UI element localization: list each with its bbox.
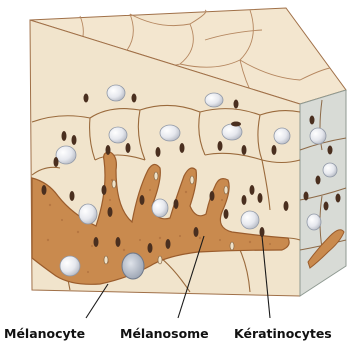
melanosome	[231, 122, 241, 127]
melanosome	[104, 256, 108, 264]
melanosome	[336, 194, 341, 203]
keratinocyte-nucleus	[160, 125, 180, 141]
melanosome	[154, 172, 158, 180]
melanosome	[194, 227, 199, 237]
melanosome	[62, 131, 67, 141]
keratinocyte-nucleus	[60, 256, 80, 276]
melanosome	[242, 195, 247, 205]
keratinocyte-nucleus	[323, 163, 337, 177]
keratinocyte-nucleus	[222, 124, 242, 140]
melanosome	[310, 116, 315, 125]
melanosome	[250, 185, 255, 195]
melanosome	[218, 141, 223, 151]
keratinocyte-nucleus	[79, 204, 97, 224]
keratinocytes-label: Kératinocytes	[234, 326, 332, 341]
melanosome	[132, 94, 137, 103]
melanosome	[70, 191, 75, 201]
melanocyte-label: Mélanocyte	[4, 326, 85, 341]
keratinocyte-nucleus	[307, 214, 321, 230]
keratinocyte-nucleus	[109, 127, 127, 143]
keratinocyte-nucleus	[205, 93, 223, 107]
melanosome	[140, 195, 145, 205]
melanosome	[224, 186, 228, 194]
melanosome	[94, 237, 99, 247]
melanosome	[174, 199, 179, 209]
melanosome	[234, 100, 239, 109]
melanosome	[304, 192, 309, 201]
melanosome	[210, 191, 215, 201]
keratinocyte-nucleus	[107, 85, 125, 101]
melanosome	[156, 147, 161, 157]
melanosome	[324, 202, 329, 211]
melanosome	[328, 146, 333, 155]
melanosome	[126, 143, 131, 153]
melanosome	[166, 239, 171, 249]
melanosome	[54, 157, 59, 167]
keratinocyte-nucleus	[152, 199, 168, 217]
melanosome	[106, 145, 111, 155]
melanosome	[180, 143, 185, 153]
keratinocyte-nucleus	[241, 211, 259, 229]
melanocyte-nucleus	[122, 253, 144, 279]
melanosome-label: Mélanosome	[120, 326, 209, 341]
melanosome	[72, 135, 77, 145]
melanosome	[84, 94, 89, 103]
melanosome	[316, 176, 321, 185]
melanosome	[158, 256, 162, 264]
melanosome	[102, 185, 107, 195]
melanosome	[190, 176, 194, 184]
melanosome	[260, 227, 265, 237]
melanosome	[242, 145, 247, 155]
melanosome	[224, 209, 229, 219]
melanosome	[272, 145, 277, 155]
melanosome	[230, 242, 234, 250]
melanosome	[258, 193, 263, 203]
melanosome	[112, 180, 116, 188]
keratinocyte-nucleus	[56, 146, 76, 164]
keratinocyte-nucleus	[274, 128, 290, 144]
melanosome	[116, 237, 121, 247]
melanosome	[108, 207, 113, 217]
melanosome	[148, 243, 153, 253]
keratinocyte-nucleus	[310, 128, 326, 144]
melanosome	[42, 185, 47, 195]
melanosome	[284, 201, 289, 211]
